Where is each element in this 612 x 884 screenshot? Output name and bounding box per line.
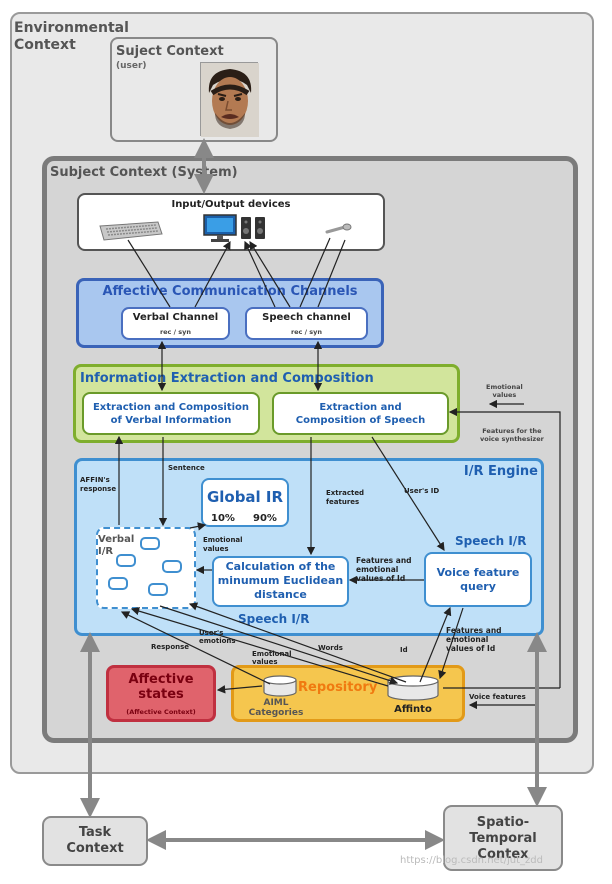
voice-feature-query-box <box>424 552 532 607</box>
label-emotional-values-bottom: Emotional values <box>252 650 292 666</box>
label-users-id: User's ID <box>404 487 440 495</box>
database-icon <box>386 675 440 701</box>
global-ir-value-2: 90% <box>253 513 277 524</box>
repository-title: Repository <box>298 680 378 695</box>
spatio-temporal-context-label: Spatio- Temporal Contex <box>469 815 537 862</box>
label-features-synth: Features for the voice synthesizer <box>480 427 544 443</box>
calculation-box <box>212 556 349 607</box>
verbal-extraction-label: Extraction and Composition of Verbal Inf… <box>92 402 250 426</box>
label-features-emotional-mid: Features and emotional values of Id <box>356 556 412 583</box>
speech-ir-bottom-title: Speech I/R <box>238 612 310 626</box>
subject-context-subtitle: (user) <box>116 61 147 71</box>
verbal-ir-label: Verbal I/R <box>98 534 135 557</box>
affective-states-label: Affective states <box>128 672 194 702</box>
label-id: Id <box>400 646 408 654</box>
speech-extraction-label: Extraction and Composition of Speech <box>295 402 426 426</box>
iec-title: Information Extraction and Composition <box>80 371 374 386</box>
global-ir-value-1: 10% <box>211 513 235 524</box>
speech-channel-title: Speech channel <box>262 312 351 323</box>
io-devices-title: Input/Output devices <box>171 199 291 210</box>
speech-channel-box <box>245 307 368 340</box>
label-affins-response: AFFIN's response <box>80 476 117 493</box>
label-emotional-values-mid: Emotional values <box>203 536 243 553</box>
verbal-extraction-box <box>82 392 260 435</box>
speech-extraction-box <box>272 392 449 435</box>
system-context-title: Subject Context (System) <box>50 165 238 180</box>
label-sentence: Sentence <box>168 464 205 472</box>
label-extracted-features: Extracted features <box>326 489 365 506</box>
affective-states-box <box>106 665 216 722</box>
label-emotional-values-top: Emotional values <box>486 383 523 399</box>
verbal-ir-node <box>140 537 160 550</box>
label-voice-features: Voice features <box>469 693 526 701</box>
verbal-channel-sub: rec / syn <box>159 328 192 336</box>
speech-channel-sub: rec / syn <box>290 328 323 336</box>
verbal-channel-box <box>121 307 230 340</box>
verbal-ir-node <box>148 583 168 596</box>
keyboard-icon <box>98 218 164 242</box>
speakers-icon <box>240 216 266 240</box>
acc-title: Affective Communication Channels <box>102 284 358 299</box>
task-context-label: Task Context <box>66 825 124 856</box>
verbal-ir-node <box>116 554 136 567</box>
label-features-emotional-bottom: Features and emotional values of Id <box>446 626 502 653</box>
microphone-icon <box>325 222 353 236</box>
global-ir-box <box>201 478 289 527</box>
label-response: Response <box>151 643 190 651</box>
monitor-icon <box>203 214 237 244</box>
ir-engine-title: I/R Engine <box>463 464 538 479</box>
verbal-channel-title: Verbal Channel <box>132 312 219 323</box>
label-users-emotions: User's emotions <box>199 629 236 645</box>
affinto-label: Affinto <box>394 704 432 715</box>
calculation-label: Calculation of the minumum Euclidean dis… <box>217 560 344 601</box>
verbal-ir-node <box>108 577 128 590</box>
system-context <box>42 156 578 743</box>
face-photo-icon <box>200 62 259 137</box>
aiml-categories-label: AIML Categories <box>248 698 304 718</box>
affective-states-sub: (Affective Context) <box>126 708 196 716</box>
environmental-context-title: Environmental Context <box>14 20 129 53</box>
global-ir-title: Global IR <box>206 488 284 506</box>
verbal-ir-node <box>162 560 182 573</box>
watermark: https://blog.csdn.net/jut_zdd <box>400 855 543 866</box>
speech-ir-title: Speech I/R <box>455 534 527 548</box>
label-words: Words <box>318 644 343 652</box>
subject-context-title: Suject Context <box>116 44 224 59</box>
database-icon <box>262 675 298 697</box>
voice-feature-query-label: Voice feature query <box>436 566 520 593</box>
